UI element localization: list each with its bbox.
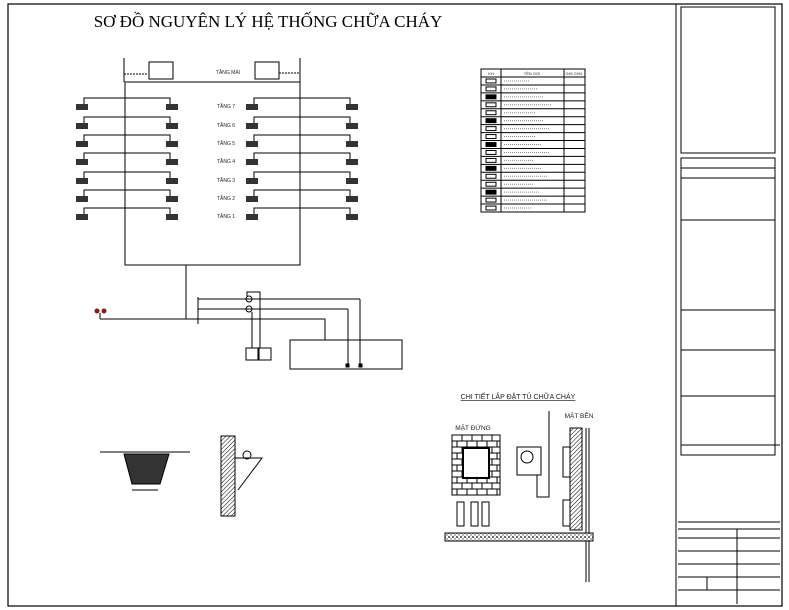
hose-cabinet-icon	[166, 141, 178, 147]
legend-symbol-icon	[485, 149, 497, 155]
legend-symbol-icon	[485, 205, 497, 211]
legend-symbol-icon	[485, 165, 497, 171]
drawing-title: SƠ ĐỒ NGUYÊN LÝ HỆ THỐNG CHỮA CHÁY	[94, 12, 443, 31]
hose-cabinet-icon	[166, 196, 178, 202]
hose-cabinet-icon	[346, 178, 358, 184]
floor-branch: TẦNG 3	[76, 171, 358, 184]
legend-symbol-icon	[485, 197, 497, 203]
hose-cabinet-icon	[246, 123, 258, 129]
legend-header: TÊN GỌI	[524, 71, 540, 76]
water-tank	[289, 339, 403, 370]
hose-cabinet-icon	[246, 178, 258, 184]
cabinet-front-view	[451, 434, 501, 527]
floor-slab	[444, 532, 594, 542]
legend-symbol-icon	[485, 86, 497, 92]
legend-header: KH	[488, 71, 494, 76]
pump-2	[245, 305, 253, 313]
sheet-border	[7, 3, 783, 607]
floor-label: TẦNG 3	[217, 177, 235, 184]
legend-symbol-icon	[485, 110, 497, 116]
riser-loop	[124, 81, 301, 266]
roof-tanks	[123, 58, 301, 82]
hose-cabinet-icon	[76, 178, 88, 184]
hose-cabinet-icon	[166, 214, 178, 220]
roof-tank-right	[254, 61, 280, 80]
floor-label: TẦNG 7	[217, 103, 235, 110]
legend-symbol-icon	[485, 142, 497, 147]
hose-cabinet-icon	[246, 214, 258, 220]
hose-cabinet-icon	[346, 196, 358, 202]
hose-cabinet-icon	[346, 159, 358, 165]
hose-cabinet-icon	[246, 141, 258, 147]
hose-cabinet-icon	[346, 123, 358, 129]
hose-cabinet-icon	[246, 196, 258, 202]
hose-cabinet-icon	[246, 104, 258, 110]
title-block	[678, 6, 780, 604]
pump-1	[245, 295, 253, 303]
pump-station	[100, 265, 403, 370]
legend-symbol-icon	[485, 157, 497, 163]
legend-symbol-icon	[485, 173, 497, 179]
roof-tank-left	[148, 61, 174, 80]
floor-branch: TẦNG 6	[76, 116, 358, 129]
floor-branch: TẦNG 4	[76, 152, 358, 165]
floor-branch: TẦNG 1	[76, 207, 358, 220]
floor-branch: TẦNG 5	[76, 134, 358, 147]
floor-label: TẦNG 2	[217, 195, 235, 202]
hose-cabinet-icon	[346, 214, 358, 220]
hose-cabinet-icon	[76, 214, 88, 220]
legend-header: GHI CHÚ	[566, 71, 583, 76]
legend-symbol-icon	[485, 78, 497, 84]
floor-label: TẦNG 4	[217, 158, 235, 165]
hose-cabinet-icon	[166, 159, 178, 165]
hose-cabinet-icon	[76, 141, 88, 147]
legend-symbol-icon	[485, 102, 497, 108]
legend-symbol-icon	[485, 181, 497, 187]
hose-cabinet-icon	[76, 104, 88, 110]
floor-branch: TẦNG 7	[76, 97, 358, 110]
legend-symbol-icon	[485, 94, 497, 100]
floor-branch: TẦNG 2	[76, 189, 358, 202]
hose-cabinet-icon	[246, 159, 258, 165]
floor-label: TẦNG 1	[217, 213, 235, 220]
roof-label: TẦNG MÁI	[216, 69, 240, 76]
legend-table: KH TÊN GỌI GHI CHÚ	[480, 68, 586, 213]
floor-label: TẦNG 5	[217, 140, 235, 147]
hose-cabinet-icon	[346, 104, 358, 110]
side-view-label: MẶT BÊN	[565, 411, 594, 420]
hose-cabinet-icon	[166, 123, 178, 129]
wall-bracket-detail	[220, 435, 263, 517]
hose-cabinet-icon	[76, 123, 88, 129]
pit-detail	[100, 451, 190, 491]
hose-cabinet-icon	[346, 141, 358, 147]
hose-cabinet-icon	[76, 196, 88, 202]
cabinet-side-view	[516, 411, 590, 582]
legend-symbol-icon	[485, 189, 497, 195]
legend-symbol-icon	[485, 118, 497, 124]
floor-label: TẦNG 6	[217, 122, 235, 129]
legend-symbol-icon	[485, 126, 497, 132]
detail-title: CHI TIẾT LẮP ĐẶT TỦ CHỮA CHÁY	[461, 391, 576, 401]
hose-cabinet-icon	[76, 159, 88, 165]
legend-symbol-icon	[485, 134, 497, 140]
hose-cabinet-icon	[166, 178, 178, 184]
hose-cabinet-icon	[166, 104, 178, 110]
fire-dept-connection	[94, 308, 107, 319]
front-view-label: MẶT ĐỨNG	[455, 423, 490, 432]
